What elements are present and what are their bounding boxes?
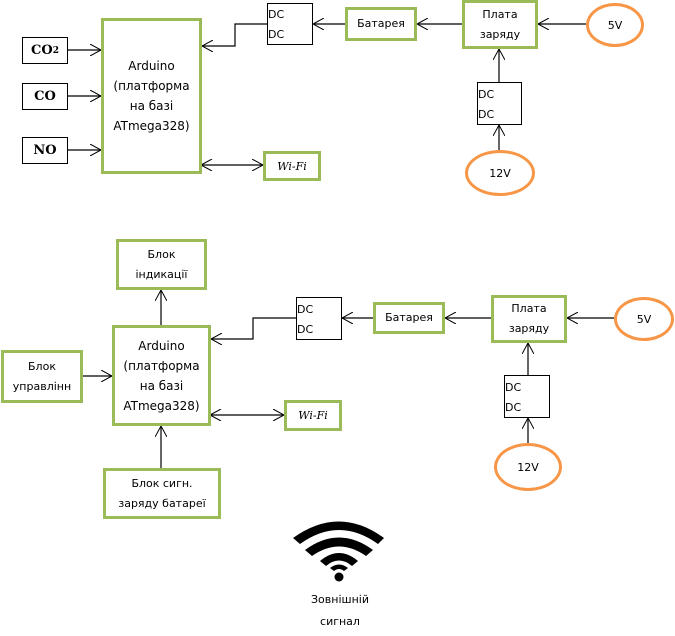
- battery-label: Батарея: [357, 17, 405, 30]
- dcdc-converter-12v: DC DC: [477, 82, 522, 125]
- source-12v-2: 12V: [494, 443, 562, 491]
- arduino-line-2: (платформа: [113, 79, 190, 93]
- charger-line-1: Плата: [482, 7, 518, 21]
- sensor-co: CO: [22, 83, 68, 110]
- arduino-block-2: Arduino (платформа на базі ATmega328): [112, 325, 211, 426]
- indication-block: Блок індикації: [116, 239, 207, 290]
- source-5v-2: 5V: [614, 297, 674, 341]
- charger-board: Плата заряду: [462, 0, 538, 49]
- arduino-line-4: ATmega328): [113, 119, 190, 133]
- arduino-line-3: на базі: [129, 99, 174, 113]
- battery2-label: Батарея: [385, 311, 433, 324]
- sensor-co-label: CO: [34, 89, 56, 104]
- control-line-1: Блок: [28, 359, 56, 373]
- dcdc-line-1: DC: [268, 8, 285, 21]
- source-12v-2-label: 12V: [517, 460, 539, 474]
- wire-dcdc-arduino: [202, 23, 267, 46]
- batsignal-line-2: заряду батареї: [118, 496, 206, 510]
- dcdc-converter-2: DC DC: [296, 297, 342, 340]
- external-signal-caption: Зовнішній сигнал: [290, 589, 390, 633]
- battery-block: Батарея: [345, 7, 417, 41]
- dcdc12-line-1: DC: [478, 87, 495, 101]
- source-12v-label: 12V: [489, 166, 511, 180]
- wifi-module: Wi-Fi: [263, 151, 321, 181]
- control-block: Блок управлінн: [1, 350, 83, 403]
- control-line-2: управлінн: [12, 379, 72, 393]
- indication-line-1: Блок: [147, 247, 176, 261]
- charger2-line-1: Плата: [511, 302, 547, 315]
- dcdc-converter: DC DC: [267, 3, 313, 45]
- dcdc-line-2: DC: [268, 28, 285, 41]
- indication-line-2: індикації: [135, 267, 188, 281]
- arduino2-line-1: Arduino: [138, 338, 185, 353]
- batsignal-line-1: Блок сигн.: [131, 476, 193, 490]
- sensor-co2-label: CO: [31, 43, 53, 58]
- charger2-line-2: заряду: [508, 322, 550, 335]
- wire-dcdc-arduino-2: [211, 317, 296, 339]
- wifi-label: Wi-Fi: [277, 159, 307, 173]
- dcdc12-line-2: DC: [478, 107, 495, 121]
- dcdc2-line-2: DC: [297, 322, 314, 336]
- battery-block-2: Батарея: [373, 302, 445, 334]
- sensor-co2-subscript: 2: [52, 45, 59, 56]
- dcdc-converter-12v-2: DC DC: [504, 375, 550, 418]
- charger-line-2: заряду: [479, 27, 521, 41]
- sensor-no: NO: [22, 137, 68, 164]
- wifi-signal-icon: [293, 521, 384, 582]
- source-5v-2-label: 5V: [636, 312, 652, 326]
- arduino2-line-3: на базі: [139, 378, 184, 393]
- source-12v: 12V: [465, 150, 535, 196]
- arduino2-line-2: (платформа: [123, 358, 200, 373]
- caption-line-1: Зовнішній: [311, 593, 369, 606]
- source-5v: 5V: [586, 3, 644, 47]
- caption-line-2: сигнал: [320, 615, 360, 628]
- wifi-module-2: Wi-Fi: [284, 400, 342, 431]
- dcdc2-line-1: DC: [297, 302, 314, 316]
- arduino-line-1: Arduino: [128, 59, 175, 73]
- source-5v-label: 5V: [607, 18, 623, 32]
- sensor-no-label: NO: [33, 143, 57, 158]
- wifi2-label: Wi-Fi: [298, 409, 328, 422]
- dcdc12-2-line-1: DC: [505, 380, 522, 394]
- battery-signal-block: Блок сигн. заряду батареї: [103, 468, 221, 519]
- arduino2-line-4: ATmega328): [123, 398, 200, 413]
- arduino-block: Arduino (платформа на базі ATmega328): [101, 18, 202, 174]
- dcdc12-2-line-2: DC: [505, 400, 522, 414]
- charger-board-2: Плата заряду: [491, 295, 567, 343]
